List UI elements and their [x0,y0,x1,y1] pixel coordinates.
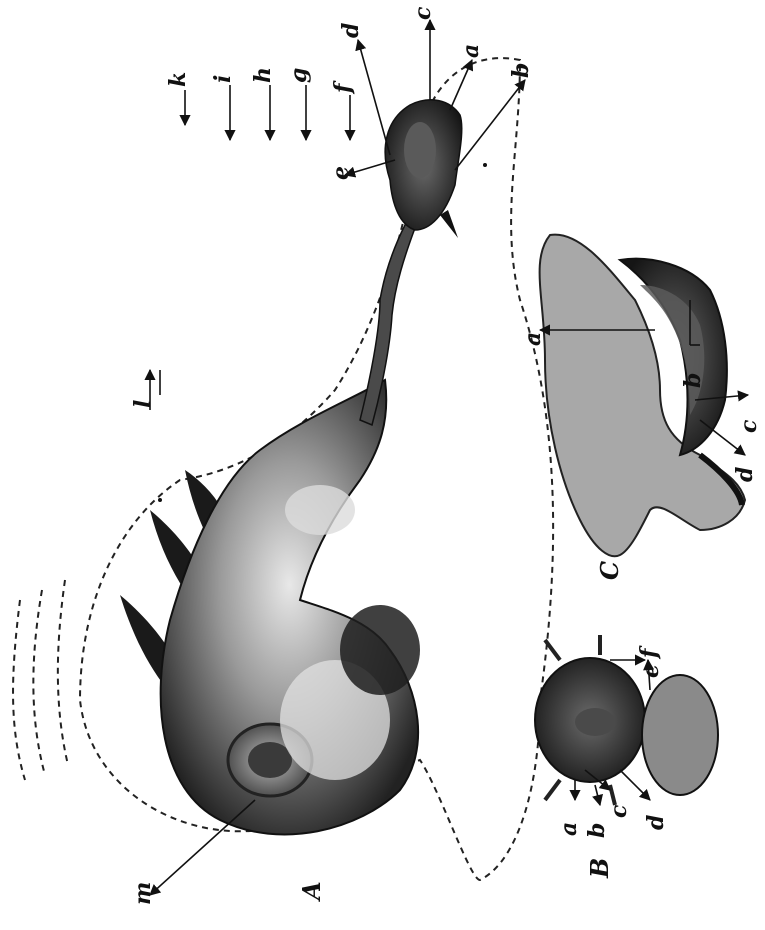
figure-a-label-c: c [410,6,436,20]
figure-b-flange [642,675,718,795]
figure-a-label-f: f [330,80,356,95]
figure-b-label-b: b [584,823,610,838]
figure-a-light-patch [285,485,355,535]
figure-c [540,235,745,557]
figure-a [13,58,553,880]
figure-c-label-d: d [732,467,758,482]
figure-a-label-d: d [338,23,364,38]
figure-b-spine-1 [545,640,560,660]
figure-b-label-a: a [556,822,582,836]
figure-a-lower-dark [340,605,420,695]
figure-a-label-i: i [210,75,236,83]
stray-dot-2 [158,498,162,502]
figure-c-label-b: b [680,373,706,388]
figure-a-label-m: m [130,882,156,905]
figure-b-caption: B [585,858,614,879]
figure-c-label-a: a [520,332,546,346]
figure-c-label-c: c [736,419,762,433]
figure-a-head-highlight [404,122,436,178]
stray-dot-1 [483,163,487,167]
figure-a-label-g: g [286,68,312,83]
figure-b-label-f: f [636,645,662,660]
figure-c-caption: C [595,561,624,580]
figure-a-dashed-arc-1 [13,600,25,780]
figure-a-label-h: h [250,67,276,83]
figure-a-label-e: e [328,166,354,180]
figure-a-label-k: k [165,72,191,87]
figure-a-inner-coil-core [248,742,292,778]
figure-b-label-d: d [643,815,669,830]
figure-b-spine-3 [545,780,560,800]
figure-a-label-l: l [130,400,156,408]
figure-a-head-spike [440,210,458,238]
figure-a-caption: A [297,881,326,902]
figure-b-center [575,708,615,736]
figure-a-dashed-arc-3 [58,580,68,765]
figure-b-label-c: c [606,804,632,818]
figure-a-label-b: b [508,63,534,78]
figure-a-label-a: a [458,44,484,58]
figure-b-label-e: e [638,664,664,678]
figure-a-dashed-arc-2 [33,590,45,775]
figure-b-spine-4 [610,785,615,805]
